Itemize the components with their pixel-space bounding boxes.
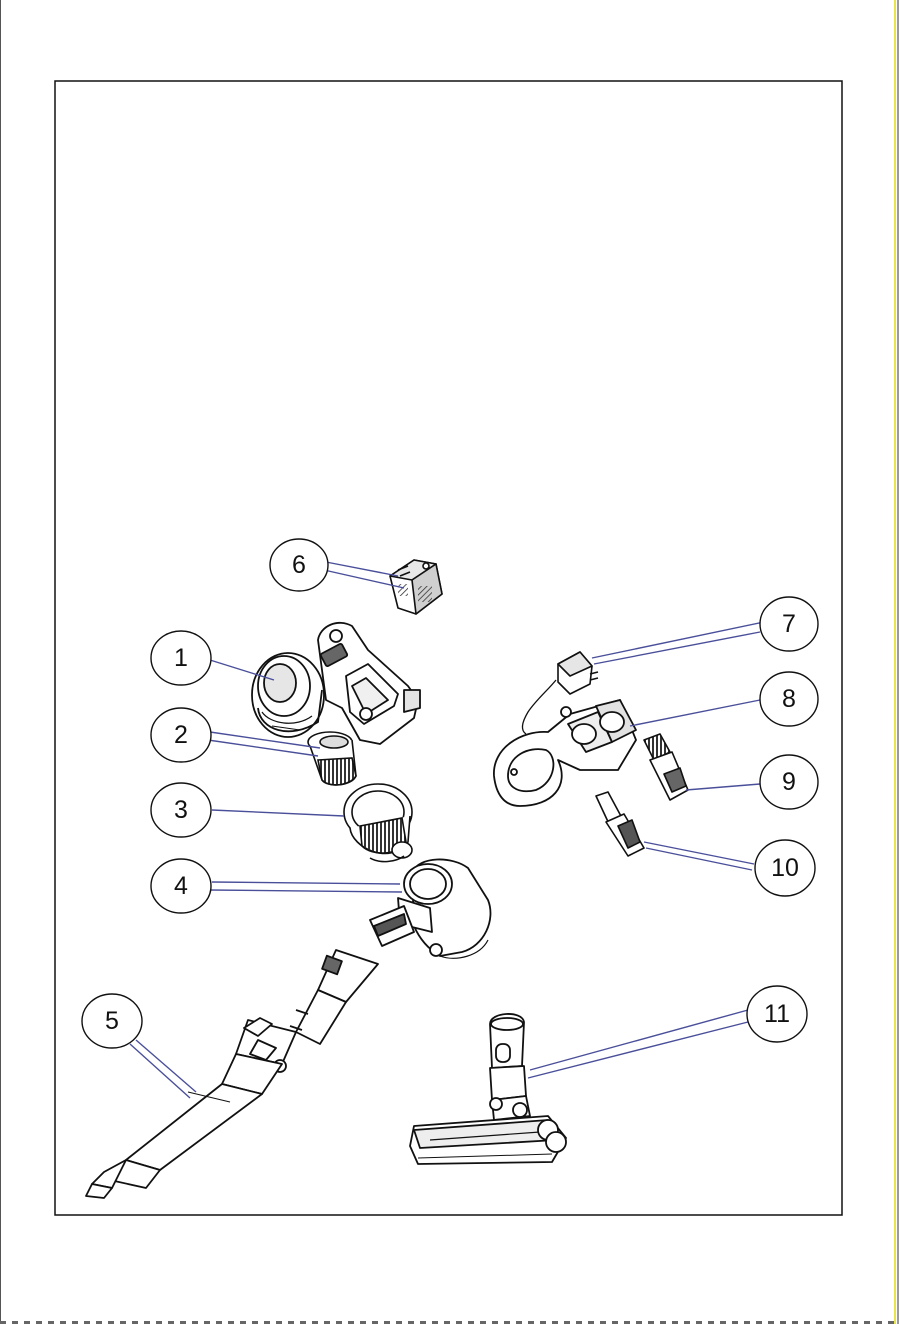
callout-8-label: 8 bbox=[782, 685, 796, 713]
leader-3 bbox=[212, 810, 344, 816]
callout-9: 9 bbox=[760, 755, 818, 809]
leader-lines bbox=[130, 562, 764, 1098]
leader-2 bbox=[208, 732, 320, 756]
callout-10: 10 bbox=[755, 840, 815, 896]
part-dust-bin bbox=[370, 859, 490, 958]
callout-6-label: 6 bbox=[292, 551, 306, 579]
callout-10-label: 10 bbox=[771, 854, 799, 882]
callout-7: 7 bbox=[760, 597, 818, 651]
part-brush-tool bbox=[644, 734, 688, 800]
callout-11: 11 bbox=[747, 986, 807, 1042]
callout-4-label: 4 bbox=[174, 872, 188, 900]
leader-10 bbox=[644, 842, 754, 870]
callout-3-label: 3 bbox=[174, 796, 188, 824]
callout-7-label: 7 bbox=[782, 610, 796, 638]
callout-5: 5 bbox=[82, 994, 142, 1048]
callout-9-label: 9 bbox=[782, 768, 796, 796]
leader-7 bbox=[592, 622, 764, 664]
leader-11 bbox=[528, 1010, 748, 1078]
callout-2-label: 2 bbox=[174, 721, 188, 749]
callout-1-label: 1 bbox=[174, 644, 188, 672]
callout-3: 3 bbox=[151, 783, 211, 837]
callout-8: 8 bbox=[760, 672, 818, 726]
leader-4 bbox=[210, 882, 402, 892]
callout-6: 6 bbox=[270, 539, 328, 591]
part-floor-brush bbox=[410, 1014, 566, 1164]
callout-1: 1 bbox=[151, 631, 211, 685]
leader-5 bbox=[130, 1040, 196, 1098]
part-extension-tube bbox=[86, 950, 378, 1198]
part-filter-assembly bbox=[344, 784, 412, 862]
callout-4: 4 bbox=[151, 859, 211, 913]
part-cone-filter bbox=[308, 732, 356, 785]
callout-5-label: 5 bbox=[105, 1007, 119, 1035]
leader-8 bbox=[630, 700, 760, 726]
part-crevice-tool bbox=[596, 792, 644, 856]
leader-9 bbox=[686, 784, 760, 790]
callout-2: 2 bbox=[151, 708, 211, 762]
part-main-body bbox=[252, 623, 420, 744]
callout-11-label: 11 bbox=[764, 1000, 790, 1028]
part-wall-mount bbox=[494, 700, 636, 806]
